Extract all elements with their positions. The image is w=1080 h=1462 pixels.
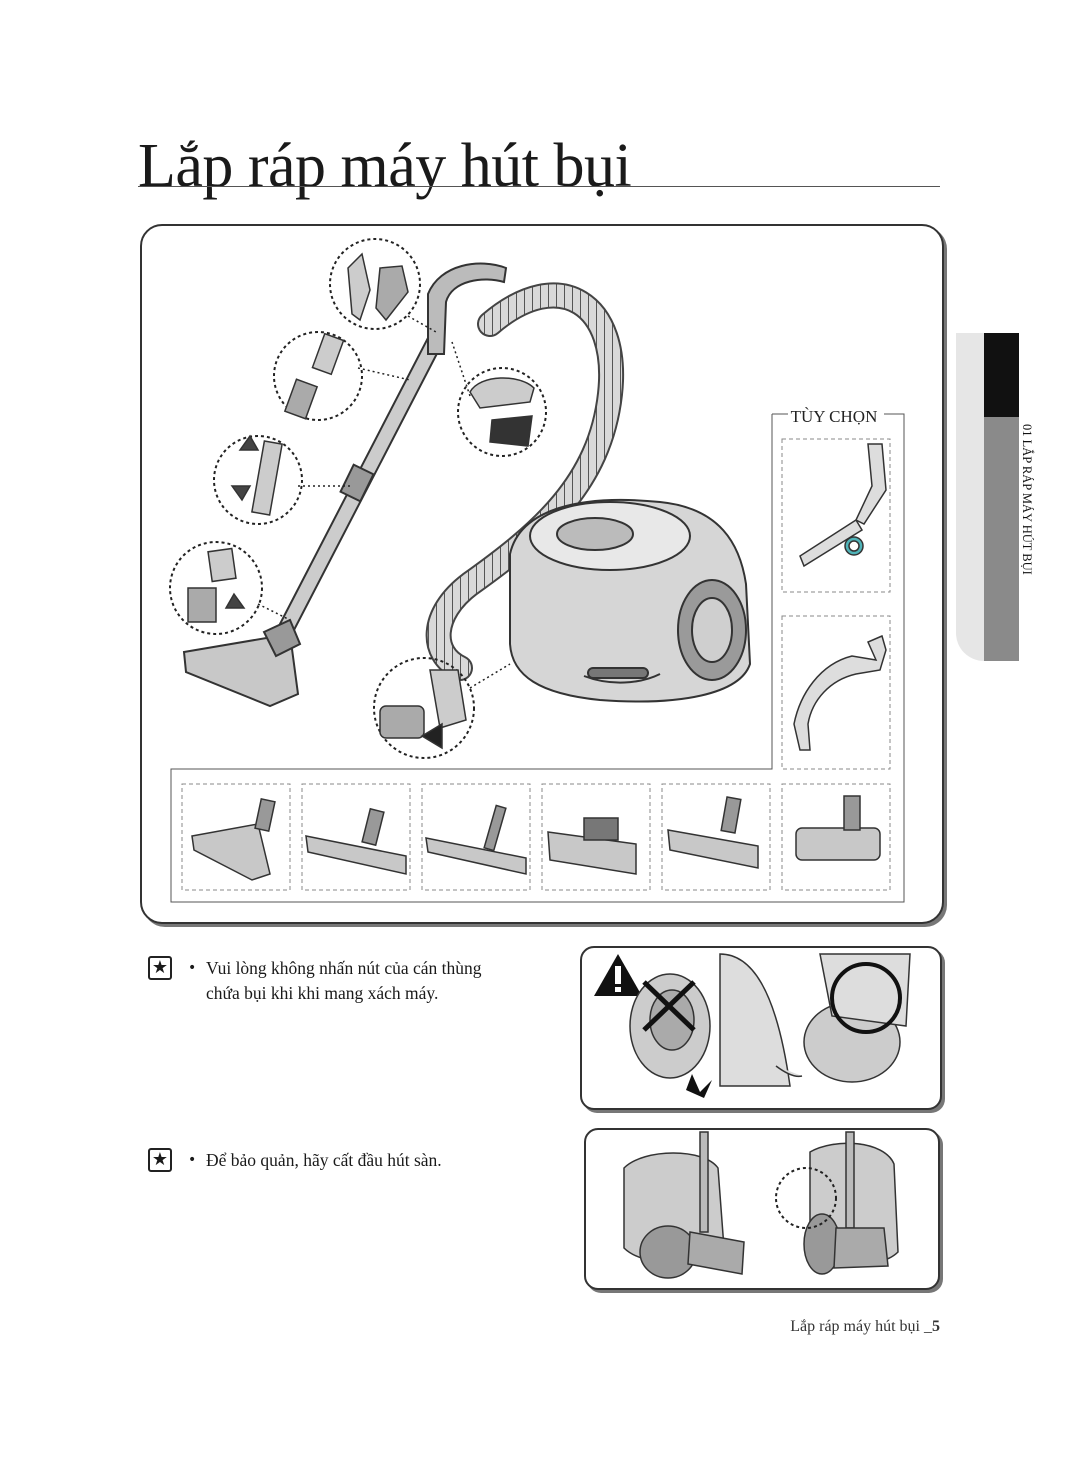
carrying-illustration [594,953,911,1098]
nozzle-5-icon [667,796,759,869]
optional-curved-wand-icon [793,634,887,751]
detail-handle-icon [329,238,421,330]
detail-length-adjust-icon [213,435,303,525]
cross-icon [642,980,696,1032]
note-text: Để bảo quản, hãy cất đầu hút sàn. [206,1150,442,1170]
page-footer: Lắp ráp máy hút bụi _5 [790,1318,940,1336]
vacuum-body-icon [509,499,752,703]
footer-text: Lắp ráp máy hút bụi _ [790,1318,932,1335]
warning-icon [594,954,642,996]
assembly-diagram: TÙY CHỌN [169,238,905,903]
floor-nozzle-icon [182,618,302,708]
nozzle-row [181,783,891,891]
detail-circle-icon [775,1167,837,1229]
nozzle-3-icon [425,804,527,875]
side-tab-marker [984,333,1019,417]
page-number: 5 [932,1318,940,1335]
nozzle-4-icon [547,817,637,875]
check-circle-icon [830,962,902,1034]
detail-hose-handle-icon [457,367,547,457]
star-icon: ★ [148,956,172,980]
nozzle-1-icon [191,797,276,881]
optional-crevice-tool-icon [799,443,887,568]
optional-accessories-frame: TÙY CHỌN [170,407,905,903]
detail-hose-inlet-icon [373,657,475,759]
detail-wand-joint-icon [273,331,363,421]
side-tab-label: 01 LẮP RÁP MÁY HÚT BỤI [1020,424,1034,575]
detail-nozzle-connect-icon [169,541,263,635]
nozzle-2-icon [305,807,407,875]
nozzle-6-icon [795,795,881,861]
bullet: • [188,960,197,976]
note-text: Vui lòng không nhấn nút của cán thùng ch… [206,958,482,1003]
star-icon: ★ [148,1148,172,1172]
side-tab-background [956,333,986,661]
impact-icon [686,1074,712,1098]
title-underline [138,186,940,187]
optional-label: TÙY CHỌN [791,407,878,426]
bullet: • [188,1152,197,1168]
side-tab-bar [984,417,1019,661]
page-title: Lắp ráp máy hút bụi [138,132,632,200]
storage-illustration [623,1131,899,1279]
